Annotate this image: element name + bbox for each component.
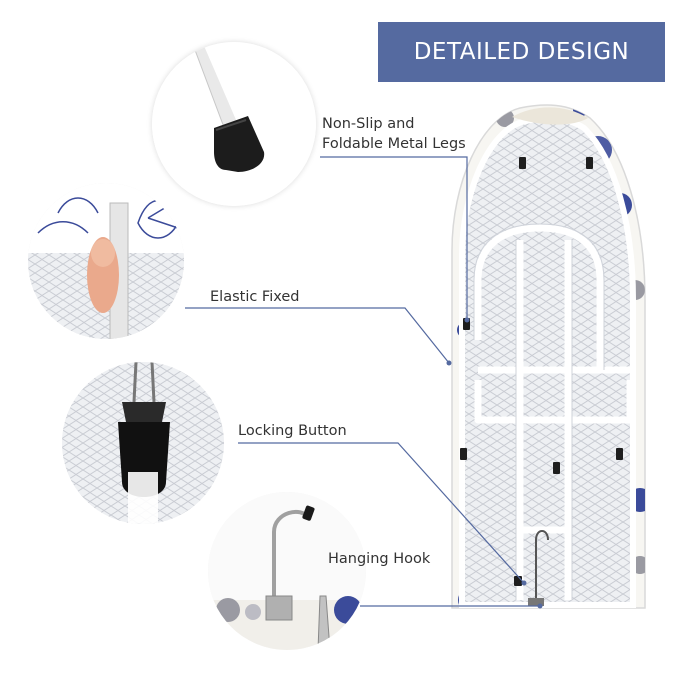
hanging-hook-detail (208, 492, 366, 650)
non-slip-leg-detail (152, 42, 316, 206)
elastic-strap-icon (28, 183, 184, 339)
callout-line: Non-Slip and (322, 116, 415, 132)
callout-locking-button: Locking Button (238, 421, 347, 441)
detailed-design-banner: DETAILED DESIGN (378, 22, 665, 82)
callout-elastic-fixed: Elastic Fixed (210, 287, 300, 307)
board-hook-base (528, 598, 544, 606)
locking-button-icon (62, 362, 224, 524)
locking-button-detail (62, 362, 224, 524)
hanging-hook-icon (208, 492, 366, 650)
folded-frame (474, 224, 634, 600)
callout-line: Hanging Hook (328, 551, 431, 567)
banner-title: DETAILED DESIGN (413, 39, 630, 65)
callout-hanging-hook: Hanging Hook (328, 549, 430, 569)
callout-line: Locking Button (238, 423, 347, 439)
frame-outline (473, 223, 605, 600)
elastic-fixed-detail (28, 183, 184, 339)
rubber-foot-icon (152, 42, 316, 206)
callout-non-slip-legs: Non-Slip and Foldable Metal Legs (322, 114, 466, 154)
leader-lines (185, 156, 540, 607)
leader-line-ends (446, 317, 543, 609)
callout-line: Foldable Metal Legs (322, 136, 466, 152)
callout-line: Elastic Fixed (210, 289, 300, 305)
board-hook (535, 530, 549, 600)
